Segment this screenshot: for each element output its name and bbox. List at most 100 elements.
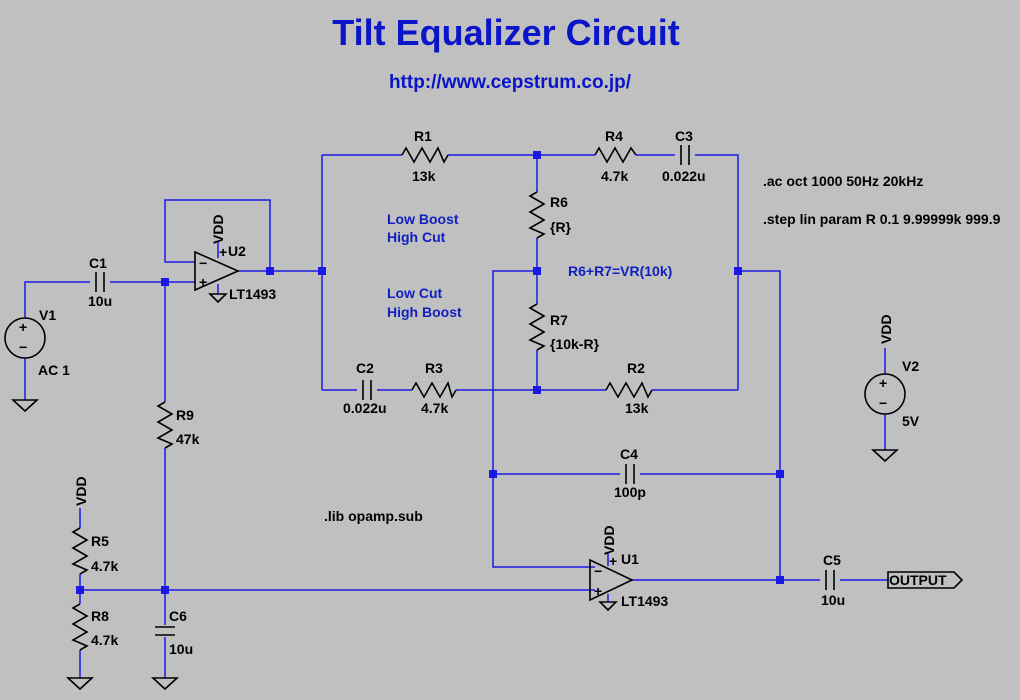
opamp-u2: − + + VDD U2 LT1493 bbox=[194, 214, 276, 304]
capacitor-c5: C5 10u bbox=[821, 552, 845, 608]
resistor-r5: R5 4.7k bbox=[71, 527, 118, 575]
junction-u2-in bbox=[161, 278, 169, 286]
resistor-r7-name: R7 bbox=[550, 312, 568, 328]
opamp-u1-vdd-label: VDD bbox=[601, 525, 617, 555]
opamp-u2-supply-plus: + bbox=[219, 244, 227, 260]
source-v1-name: V1 bbox=[39, 307, 56, 323]
resistor-r3-name: R3 bbox=[425, 360, 443, 376]
resistor-r9: R9 47k bbox=[156, 401, 200, 449]
ground-icon-v1 bbox=[10, 399, 40, 413]
capacitor-c5-name: C5 bbox=[823, 552, 841, 568]
wire-u2-feedback bbox=[164, 199, 271, 271]
opamp-u1-symbol bbox=[589, 558, 634, 602]
source-v1-value: AC 1 bbox=[38, 362, 70, 378]
wire-right-bus bbox=[738, 270, 781, 580]
resistor-r5-name: R5 bbox=[91, 533, 109, 549]
resistor-r8-name: R8 bbox=[91, 608, 109, 624]
r5-vdd-label: VDD bbox=[73, 476, 89, 506]
junction-u2-out bbox=[266, 267, 274, 275]
junctions bbox=[76, 151, 784, 594]
resistor-r7: R7 {10k-R} bbox=[528, 303, 600, 352]
opamp-u2-gnd-icon bbox=[208, 293, 228, 304]
junction-c4-right bbox=[776, 470, 784, 478]
capacitor-c2-name: C2 bbox=[356, 360, 374, 376]
resistor-r7-value: {10k-R} bbox=[550, 336, 600, 352]
opamp-u2-name: U2 bbox=[228, 243, 246, 259]
resistor-r3-symbol bbox=[411, 380, 457, 400]
resistor-r7-symbol bbox=[528, 303, 546, 351]
junction-c4-left bbox=[489, 470, 497, 478]
opamp-u2-minus: − bbox=[199, 255, 207, 271]
resistor-r4-symbol bbox=[594, 146, 637, 164]
capacitor-c3-name: C3 bbox=[675, 128, 693, 144]
capacitor-c2: C2 0.022u bbox=[343, 360, 387, 416]
diagram-url: http://www.cepstrum.co.jp/ bbox=[389, 72, 632, 93]
opamp-u1-gnd-icon bbox=[598, 601, 618, 612]
resistor-r6-name: R6 bbox=[550, 194, 568, 210]
output-port-flag bbox=[887, 571, 964, 589]
resistor-r9-symbol bbox=[156, 401, 174, 449]
opamp-u2-symbol bbox=[194, 250, 240, 292]
resistor-r8-value: 4.7k bbox=[91, 632, 118, 648]
resistor-r6-value: {R} bbox=[550, 219, 572, 235]
junction-bottom-mid bbox=[533, 386, 541, 394]
junction-bias bbox=[161, 586, 169, 594]
source-v2-value: 5V bbox=[902, 413, 920, 429]
capacitor-c6-value: 10u bbox=[169, 641, 193, 657]
source-v2-name: V2 bbox=[902, 358, 919, 374]
capacitor-c4-name: C4 bbox=[620, 446, 638, 462]
opamp-u1-name: U1 bbox=[621, 551, 639, 567]
note-low-cut: Low Cut bbox=[387, 285, 443, 301]
junction-wiper bbox=[533, 267, 541, 275]
directive-step: .step lin param R 0.1 9.99999k 999.9 bbox=[763, 211, 1001, 227]
capacitor-c4-value: 100p bbox=[614, 484, 646, 500]
opamp-u1-plus: + bbox=[594, 583, 602, 599]
resistor-r1-name: R1 bbox=[414, 128, 432, 144]
junction-left-bus bbox=[318, 267, 326, 275]
output-port-label: OUTPUT bbox=[889, 572, 947, 588]
ground-icon-c6 bbox=[150, 677, 180, 691]
source-v2-plus: + bbox=[879, 375, 887, 391]
capacitor-c6: C6 10u bbox=[155, 608, 193, 657]
source-v2-minus: − bbox=[879, 395, 887, 411]
directive-lib: .lib opamp.sub bbox=[324, 508, 423, 524]
junction-output bbox=[776, 576, 784, 584]
opamp-u1: − + + VDD U1 LT1493 bbox=[589, 525, 668, 612]
source-v2: + − VDD V2 5V bbox=[864, 314, 920, 429]
resistor-r6: R6 {R} bbox=[528, 191, 572, 239]
resistor-r5-symbol bbox=[71, 527, 89, 575]
capacitor-c1: C1 10u bbox=[88, 255, 112, 309]
resistor-r4-name: R4 bbox=[605, 128, 623, 144]
capacitor-c6-name: C6 bbox=[169, 608, 187, 624]
source-v1-symbol bbox=[4, 317, 46, 359]
directive-ac: .ac oct 1000 50Hz 20kHz bbox=[763, 173, 923, 189]
resistor-r3-value: 4.7k bbox=[421, 400, 448, 416]
opamp-u2-plus: + bbox=[199, 274, 207, 290]
resistor-r9-name: R9 bbox=[176, 407, 194, 423]
resistor-r2-symbol bbox=[605, 381, 653, 399]
opamp-u1-model: LT1493 bbox=[621, 593, 668, 609]
source-v1-plus: + bbox=[19, 319, 27, 335]
resistor-r8: R8 4.7k bbox=[71, 603, 118, 651]
resistor-r1: R1 13k bbox=[401, 128, 449, 184]
wires bbox=[24, 154, 888, 678]
wire-wiper-u1-neg bbox=[492, 270, 595, 568]
capacitor-c3-value: 0.022u bbox=[662, 168, 706, 184]
wire-c3-right-bus bbox=[695, 154, 739, 390]
note-pot-relation: R6+R7=VR(10k) bbox=[568, 263, 672, 279]
resistor-r8-symbol bbox=[71, 603, 89, 651]
capacitor-c4: C4 100p bbox=[614, 446, 646, 500]
note-high-cut: High Cut bbox=[387, 229, 446, 245]
resistor-r6-symbol bbox=[528, 191, 546, 239]
opamp-u2-model: LT1493 bbox=[229, 286, 276, 302]
resistor-r9-value: 47k bbox=[176, 431, 200, 447]
capacitor-c3: C3 0.022u bbox=[662, 128, 706, 184]
note-high-boost: High Boost bbox=[387, 304, 462, 320]
ground-icon-r8 bbox=[65, 677, 95, 691]
note-low-boost: Low Boost bbox=[387, 211, 459, 227]
resistor-r4: R4 4.7k bbox=[594, 128, 637, 184]
resistor-r2-name: R2 bbox=[627, 360, 645, 376]
capacitor-c1-value: 10u bbox=[88, 293, 112, 309]
ground-icon-v2 bbox=[870, 449, 900, 463]
